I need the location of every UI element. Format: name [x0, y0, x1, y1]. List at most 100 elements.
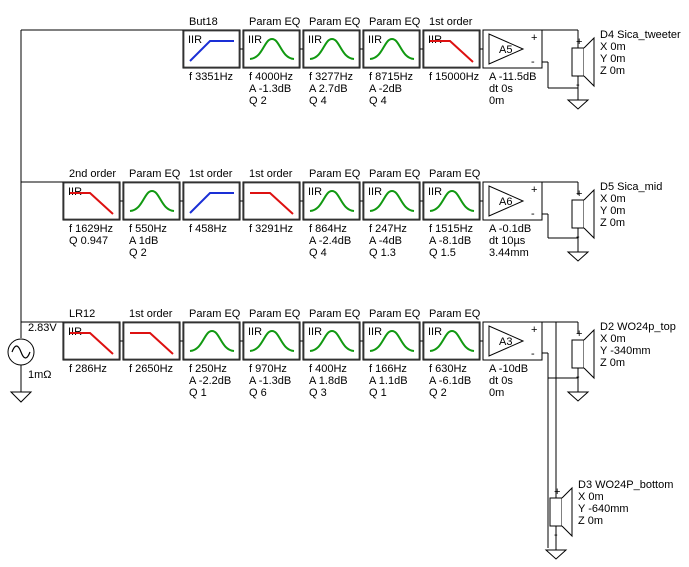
block-param: f 970Hz [249, 363, 287, 375]
amp-param: dt 0s [489, 83, 513, 95]
ground-icon [544, 549, 568, 560]
ground-icon [566, 99, 590, 110]
block-param: f 2650Hz [129, 363, 173, 375]
block-param: f 250Hz [189, 363, 227, 375]
block-title: Param EQ [429, 308, 481, 320]
block-frame [182, 321, 241, 361]
block-title: 1st order [429, 16, 473, 28]
driver-coord: X 0m [600, 193, 626, 205]
bell-curve-icon [369, 37, 415, 60]
block-inner-frame [183, 322, 240, 360]
block-inner-frame [243, 30, 300, 68]
bell-curve-icon [369, 189, 415, 212]
bell-curve-icon [189, 329, 235, 352]
block-inner-frame [243, 182, 300, 220]
block-frame [62, 181, 121, 221]
amp-plus: + [531, 184, 537, 196]
block-param: Q 6 [249, 387, 267, 399]
speaker-icon [571, 339, 585, 369]
lp-curve-icon [250, 192, 294, 215]
block-frame [122, 181, 181, 221]
speaker-cone-icon [583, 188, 595, 240]
block-param: Q 3 [309, 387, 327, 399]
bell-curve-icon [309, 329, 355, 352]
block-param: f 286Hz [69, 363, 107, 375]
bell-curve-icon [369, 329, 415, 352]
block-frame [302, 181, 361, 221]
amp-label: A5 [499, 44, 512, 56]
block-param: A 1.8dB [309, 375, 348, 387]
block-param: Q 4 [309, 247, 327, 259]
block-param: Q 1.3 [369, 247, 396, 259]
block-title: 2nd order [69, 168, 116, 180]
ground-icon [9, 391, 33, 403]
block-type: IIR [368, 326, 382, 338]
block-title: Param EQ [309, 16, 361, 28]
driver-coord: X 0m [600, 41, 626, 53]
block-param: A -6.1dB [429, 375, 471, 387]
block-param: f 166Hz [369, 363, 407, 375]
block-inner-frame [363, 30, 420, 68]
amplifier-icon [488, 185, 525, 217]
block-param: A -2dB [369, 83, 402, 95]
block-type: IIR [308, 34, 322, 46]
block-frame [182, 181, 241, 221]
block-title: Param EQ [429, 168, 481, 180]
driver-name: D4 Sica_tweeter [600, 29, 681, 41]
speaker-icon [571, 47, 585, 77]
block-param: A -8.1dB [429, 235, 471, 247]
block-param: f 15000Hz [429, 71, 479, 83]
block-inner-frame [423, 30, 480, 68]
driver-plus: + [554, 486, 560, 498]
block-inner-frame [303, 322, 360, 360]
voltage-source[interactable]: 2.83V 1mΩ [7, 322, 57, 381]
block-inner-frame [183, 30, 240, 68]
block-param: f 458Hz [189, 223, 227, 235]
lp-curve-icon [70, 192, 114, 215]
block-param: f 550Hz [129, 223, 167, 235]
amplifier-icon [488, 33, 525, 65]
block-frame [362, 181, 421, 221]
bell-curve-icon [309, 37, 355, 60]
lp-curve-icon [70, 332, 114, 355]
driver-name: D3 WO24P_bottom [578, 479, 673, 491]
block-param: Q 0.947 [69, 235, 108, 247]
amplifier-icon [488, 325, 525, 357]
block-param: A -1.3dB [249, 375, 291, 387]
block-param: Q 4 [369, 95, 387, 107]
driver-coord: Z 0m [578, 515, 603, 527]
block-type: IIR [308, 326, 322, 338]
block-param: f 247Hz [369, 223, 407, 235]
block-frame [122, 321, 181, 361]
block-title: Param EQ [369, 308, 421, 320]
block-frame [302, 29, 361, 69]
